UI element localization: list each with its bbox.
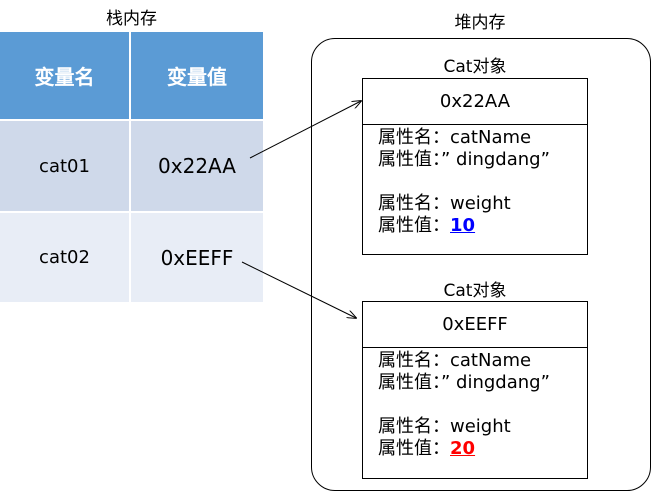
property-value: ” dingdang”	[441, 372, 550, 393]
cat-object-box: 0x22AA 属性名：catName 属性值：” dingdang” 属性名：w…	[362, 78, 588, 255]
table-row: cat02 0xEEFF	[0, 213, 263, 302]
object-title: Cat对象	[443, 57, 507, 77]
property-label: 属性名：	[378, 416, 450, 437]
property-label: 属性名：	[378, 350, 450, 371]
property-line: 属性名：catName	[378, 350, 587, 372]
header-var-name: 变量名	[0, 32, 131, 119]
property-line: 属性值：10	[378, 215, 587, 237]
object-properties: 属性名：catName 属性值：” dingdang” 属性名：weight 属…	[363, 348, 587, 460]
property-name: weight	[450, 416, 511, 437]
header-var-value: 变量值	[131, 32, 263, 119]
table-row: cat01 0x22AA	[0, 121, 263, 213]
property-label: 属性名：	[378, 193, 450, 214]
cat-object-box: 0xEEFF 属性名：catName 属性值：” dingdang” 属性名：w…	[362, 301, 588, 479]
table-header: 变量名 变量值	[0, 32, 263, 121]
value-label: 属性值：	[378, 149, 441, 170]
property-line: 属性名：catName	[378, 127, 587, 149]
value-label: 属性值：	[378, 438, 450, 459]
reference-arrow	[241, 261, 356, 318]
var-value-cell: 0x22AA	[131, 121, 263, 211]
heap-title: 堆内存	[454, 13, 506, 33]
property-label: 属性名：	[378, 127, 450, 148]
property-line: 属性值：20	[378, 438, 587, 460]
object-properties: 属性名：catName 属性值：” dingdang” 属性名：weight 属…	[363, 125, 587, 237]
weight-value: 20	[450, 438, 476, 459]
property-line: 属性名：weight	[378, 193, 587, 215]
object-address: 0xEEFF	[363, 302, 587, 348]
property-name: catName	[450, 127, 532, 148]
object-address: 0x22AA	[363, 79, 587, 125]
object-title: Cat对象	[443, 281, 507, 301]
property-value: ” dingdang”	[441, 149, 550, 170]
heap-container	[311, 38, 651, 491]
value-label: 属性值：	[378, 372, 441, 393]
var-value-cell: 0xEEFF	[131, 213, 263, 302]
var-name-cell: cat01	[0, 121, 131, 211]
property-line: 属性值：” dingdang”	[378, 372, 587, 394]
property-name: weight	[450, 193, 511, 214]
property-line: 属性名：weight	[378, 416, 587, 438]
reference-arrow	[249, 101, 361, 159]
stack-title: 栈内存	[106, 9, 157, 29]
weight-value: 10	[450, 215, 476, 236]
property-name: catName	[450, 350, 532, 371]
property-line: 属性值：” dingdang”	[378, 149, 587, 171]
stack-table: 变量名 变量值 cat01 0x22AA cat02 0xEEFF	[0, 32, 263, 302]
value-label: 属性值：	[378, 215, 450, 236]
var-name-cell: cat02	[0, 213, 131, 302]
